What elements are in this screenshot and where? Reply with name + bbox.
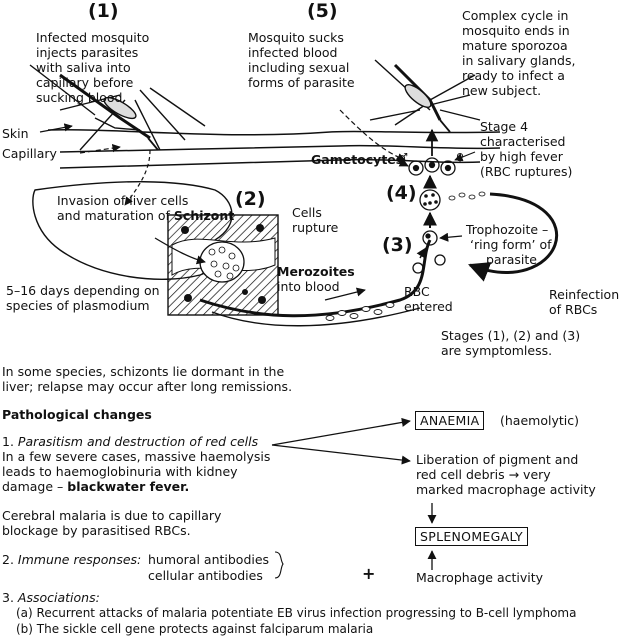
stage-3-number: (3) [382,234,413,256]
pathological-heading: Pathological changes [2,407,152,422]
path-arrows [271,417,437,570]
liver-text: Invasion of liver cells and maturation o… [57,193,235,223]
stage-4-number: (4) [386,182,417,204]
splenomegaly-box: SPLENOMEGALY [415,527,528,546]
dormant-note: In some species, schizonts lie dormant i… [2,364,293,394]
stage-2-number: (2) [235,188,266,210]
cellular-antibodies: cellular antibodies [148,568,263,583]
haemolytic-label: (haemolytic) [500,413,579,428]
point-2: 2. Immune responses: [2,552,142,567]
stage-5-number: (5) [307,0,338,22]
gametocytes-label: Gametocytes [311,152,404,167]
blood-stream [199,239,432,327]
humoral-antibodies: humoral antibodies [148,552,270,567]
skin-layers [47,129,501,169]
macrophage-activity: Macrophage activity [416,570,544,585]
point-3: 3. Associations: [2,590,100,605]
liver-tissue-box [167,214,279,316]
stage-1-number: (1) [88,0,119,22]
plus-sign: + [362,564,376,583]
male-symbol: ♂ [398,151,408,164]
blackwater-fever: blackwater fever. [67,479,190,494]
mosquito-right [369,59,481,133]
point-1: 1. Parasitism and destruction of red cel… [2,434,271,494]
capillary-label: Capillary [2,146,57,161]
anaemia-box: ANAEMIA [415,411,485,430]
association-a: (a) Recurrent attacks of malaria potenti… [16,606,577,620]
schizont-label: Schizont [173,208,235,223]
skin-label: Skin [2,126,29,141]
female-symbol: ♀ [456,151,465,164]
symptomless-text: Stages (1), (2) and (3)are symptomless. [441,328,581,358]
association-b: (b) The sickle cell gene protects agains… [16,622,374,636]
trophozoite-text: Trophozoite – ‘ring form’ of parasite [466,222,552,267]
blood-cycle [395,128,559,282]
